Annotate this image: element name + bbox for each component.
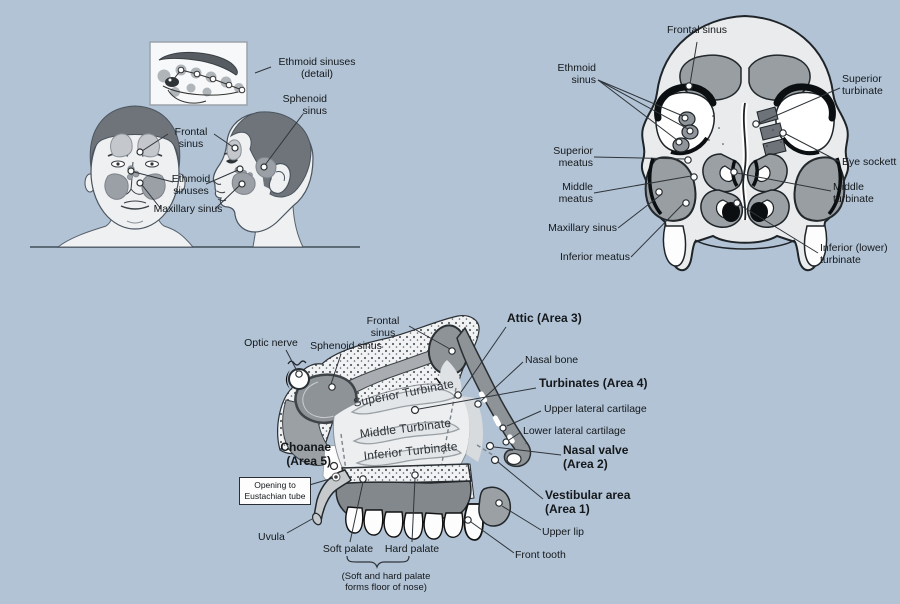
- ethmoid-detail-inset: [149, 41, 248, 106]
- eustachian-opening: [334, 475, 338, 479]
- label-ethmoid-sinus-skull: Ethmoid sinus: [557, 62, 596, 87]
- label-front-tooth: Front tooth: [515, 549, 566, 561]
- label-sphenoid-sinus-sagittal: Sphenoid sinus: [310, 340, 382, 352]
- label-attic-area3: Attic (Area 3): [507, 311, 582, 325]
- label-nasal-bone: Nasal bone: [525, 354, 579, 366]
- label-uvula: Uvula: [258, 531, 285, 543]
- label-palate-note: (Soft and hard palate forms floor of nos…: [341, 571, 431, 594]
- label-upper-lip: Upper lip: [542, 526, 585, 538]
- label-inferior-meatus: Inferior meatus: [559, 251, 630, 263]
- nasal-sagittal-illustration: [277, 315, 532, 541]
- label-optic-nerve: Optic nerve: [244, 337, 298, 349]
- label-turbinates-area4: Turbinates (Area 4): [539, 376, 648, 390]
- label-ethmoid-sinuses-head: Ethmoid sinuses: [171, 173, 211, 198]
- upper-lip-shape: [478, 486, 512, 527]
- label-frontal-sinus-sagittal: Frontal sinus: [366, 315, 400, 340]
- label-vestibular-area1: Vestibular area (Area 1): [545, 488, 631, 516]
- label-soft-palate: Soft palate: [322, 543, 374, 555]
- teeth: [345, 503, 484, 541]
- label-frontal-sinus-skull: Frontal sinus: [666, 24, 728, 36]
- label-choanae-area5: Choanae (Area 5): [280, 440, 331, 468]
- ethmoid-cells-right: [756, 106, 787, 157]
- maxillary-sinus-left: [644, 156, 697, 222]
- label-hard-palate: Hard palate: [384, 543, 440, 555]
- label-ethmoid-detail: Ethmoid sinuses (detail): [278, 56, 356, 81]
- eye-socket-right: [775, 91, 835, 153]
- palate-brace: [346, 555, 410, 569]
- label-maxillary-sinus-head: Maxillary sinus: [153, 203, 223, 215]
- label-superior-meatus: Superior meatus: [553, 145, 593, 170]
- front-hair: [89, 105, 181, 169]
- front-frontal-sinus: [110, 133, 160, 158]
- uvula-shape: [311, 512, 323, 526]
- label-sphenoid-sinus-head: Sphenoid sinus: [282, 93, 327, 118]
- optic-nerve: [288, 368, 310, 390]
- skull-coronal-illustration: [640, 14, 850, 272]
- turbinate-ridges: [350, 388, 463, 467]
- label-eye-socket: Eye sockett: [842, 156, 897, 168]
- leader-markers: [127, 82, 787, 524]
- leader-lines: [133, 41, 841, 569]
- label-middle-meatus: Middle meatus: [558, 181, 593, 206]
- label-upper-lateral-cartilage: Upper lateral cartilage: [544, 403, 647, 415]
- label-lower-lateral-cartilage: Lower lateral cartilage: [523, 425, 626, 437]
- front-maxillary-sinus: [104, 173, 166, 200]
- side-hair: [229, 111, 312, 198]
- label-frontal-sinus-head: Frontal sinus: [174, 126, 208, 151]
- label-middle-turbinate: Middle turbinate: [833, 181, 874, 206]
- label-nasal-valve-area2: Nasal valve (Area 2): [563, 443, 629, 471]
- label-superior-turbinate: Superior turbinate: [842, 73, 883, 98]
- head-views-illustration: [30, 41, 360, 248]
- label-eustachian-tube: Opening to Eustachian tube: [239, 477, 311, 506]
- label-inferior-turbinate: Inferior (lower) turbinate: [820, 242, 888, 267]
- label-maxillary-sinus-skull: Maxillary sinus: [548, 222, 617, 234]
